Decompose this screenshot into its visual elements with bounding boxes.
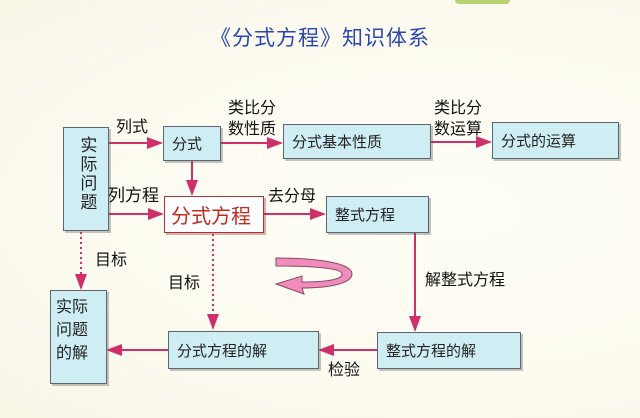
node-real-problem-solution: 实际 问题 的解	[50, 290, 107, 384]
page-title: 《分式方程》知识体系	[210, 26, 430, 50]
decorative-leaf	[455, 0, 510, 4]
edge-label-goal-middle: 目标	[168, 273, 201, 292]
edge-label-analogy-operations: 类比分 数运算	[434, 98, 483, 138]
node-real-problem: 实际问题	[63, 127, 109, 231]
curved-return-arrow-icon	[274, 257, 353, 295]
node-integral-equation-solution: 整式方程的解	[377, 332, 521, 369]
node-fraction-operations: 分式的运算	[492, 122, 619, 159]
node-fractional-equation-solution: 分式方程的解	[168, 331, 319, 369]
node-integral-equation: 整式方程	[326, 196, 429, 233]
edge-label-list-expression: 列式	[116, 117, 149, 136]
node-fraction: 分式	[163, 126, 221, 161]
edge-label-remove-denominator: 去分母	[268, 186, 317, 205]
edge-label-solve-integral-equation: 解整式方程	[425, 270, 506, 289]
node-fraction-basic-property: 分式基本性质	[283, 124, 431, 159]
edge-label-check: 检验	[328, 360, 361, 379]
edge-label-goal-left: 目标	[95, 250, 128, 269]
edge-label-list-equation: 列方程	[108, 186, 159, 206]
node-fractional-equation: 分式方程	[164, 196, 264, 233]
edge-label-analogy-property: 类比分 数性质	[228, 98, 277, 138]
